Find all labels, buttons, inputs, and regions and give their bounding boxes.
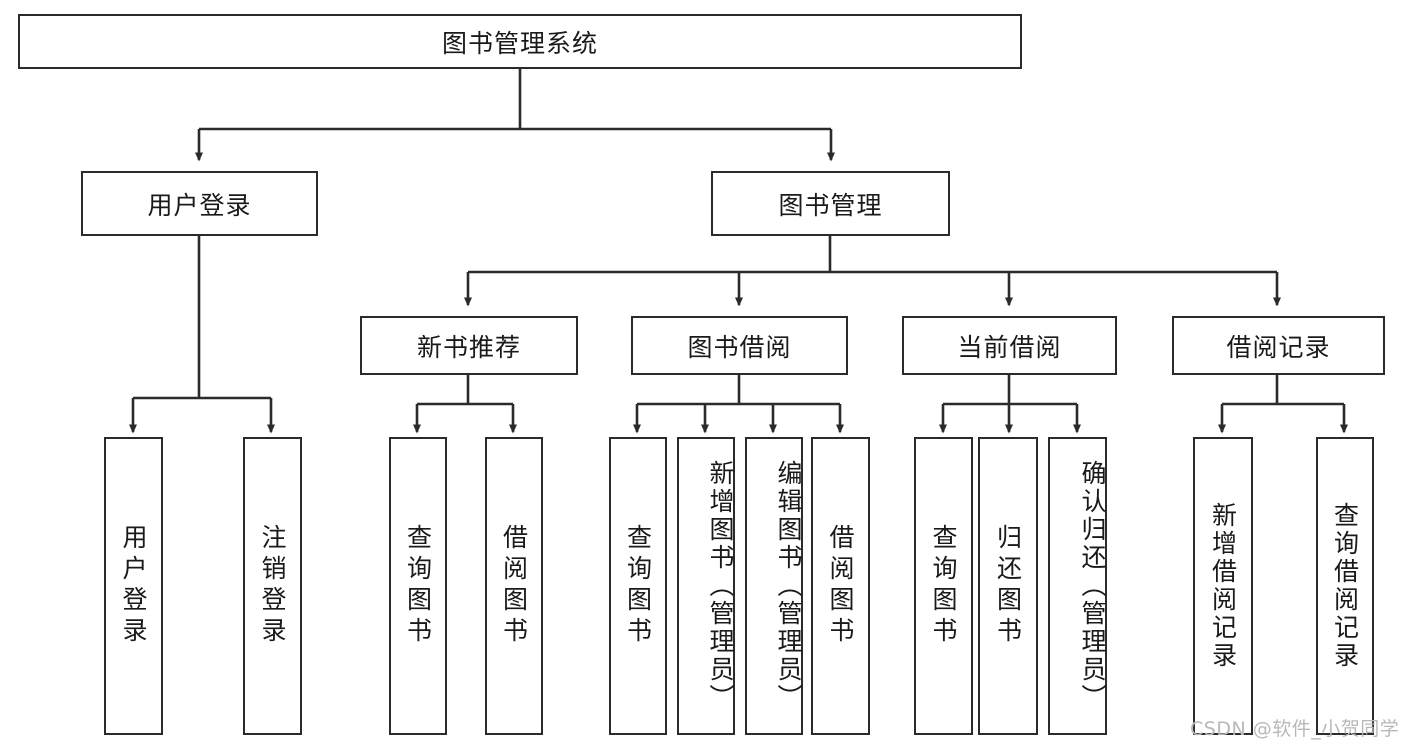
node-label: 查询图书	[929, 524, 958, 648]
node-label: 图书管理	[778, 190, 883, 220]
node-label: 编辑图书（管理员）	[774, 460, 803, 712]
leaf-confirm-return-admin[interactable]: 确认归还（管理员）	[1048, 437, 1107, 735]
node-current-borrowing[interactable]: 当前借阅	[902, 316, 1117, 375]
leaf-add-borrowing-record[interactable]: 新增借阅记录	[1193, 437, 1253, 735]
node-label: 用户登录	[119, 524, 148, 648]
node-borrowing-records[interactable]: 借阅记录	[1172, 316, 1385, 375]
node-label: 新增图书（管理员）	[706, 460, 735, 712]
leaf-return-books[interactable]: 归还图书	[978, 437, 1038, 735]
node-label: 新增借阅记录	[1208, 502, 1238, 670]
node-label: 用户登录	[147, 190, 252, 220]
node-label: 当前借阅	[957, 332, 1062, 362]
node-label: 确认归还（管理员）	[1078, 460, 1107, 712]
csdn-watermark: CSDN @软件_小贺同学	[1190, 718, 1400, 740]
node-label: 新书推荐	[416, 332, 521, 362]
node-label: 借阅记录	[1226, 332, 1331, 362]
node-book-management[interactable]: 图书管理	[711, 171, 950, 236]
leaf-borrow-books-borrowing[interactable]: 借阅图书	[811, 437, 870, 735]
leaf-logout[interactable]: 注销登录	[243, 437, 302, 735]
node-label: 借阅图书	[499, 524, 529, 648]
node-label: 图书借阅	[687, 332, 792, 362]
node-label: 查询图书	[403, 524, 433, 648]
leaf-query-books-current[interactable]: 查询图书	[914, 437, 973, 735]
leaf-user-login[interactable]: 用户登录	[104, 437, 163, 735]
node-book-borrowing[interactable]: 图书借阅	[631, 316, 848, 375]
node-new-book-recommendation[interactable]: 新书推荐	[360, 316, 578, 375]
leaf-query-borrowing-record[interactable]: 查询借阅记录	[1316, 437, 1374, 735]
node-user-login[interactable]: 用户登录	[81, 171, 318, 236]
leaf-edit-book-admin[interactable]: 编辑图书（管理员）	[745, 437, 803, 735]
node-label: 查询借阅记录	[1330, 502, 1360, 670]
node-root-book-management-system[interactable]: 图书管理系统	[18, 14, 1022, 69]
node-label: 归还图书	[993, 524, 1023, 648]
leaf-query-books-borrowing[interactable]: 查询图书	[609, 437, 667, 735]
leaf-borrow-books-recommendation[interactable]: 借阅图书	[485, 437, 543, 735]
node-label: 注销登录	[258, 524, 287, 648]
leaf-add-book-admin[interactable]: 新增图书（管理员）	[677, 437, 735, 735]
node-label: 图书管理系统	[441, 28, 598, 58]
node-label: 借阅图书	[826, 524, 855, 648]
leaf-query-books-recommendation[interactable]: 查询图书	[389, 437, 447, 735]
node-label: 查询图书	[623, 524, 653, 648]
